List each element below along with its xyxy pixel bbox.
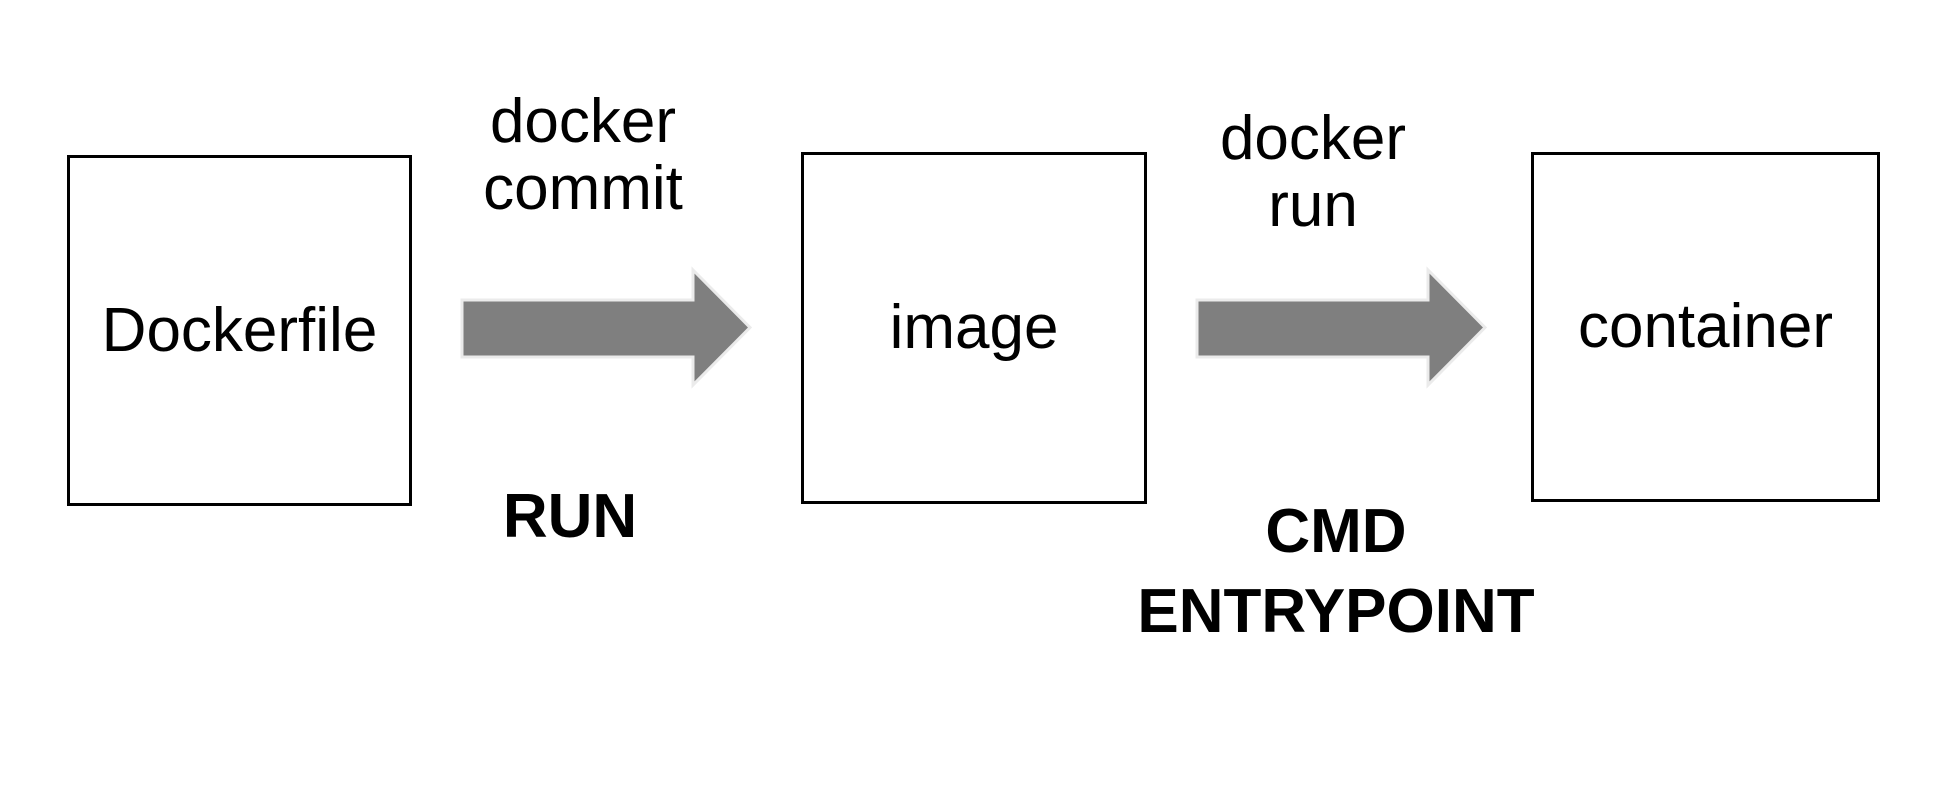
node-container-box: container [1531, 152, 1880, 502]
docker-commit-arrow-icon [460, 266, 753, 389]
arrow-right-icon [1195, 266, 1488, 389]
node-image-label: image [889, 293, 1059, 362]
run-instruction-label: RUN [502, 482, 638, 551]
arrow-right-icon [460, 266, 753, 389]
docker-run-command-label: docker run [1219, 104, 1407, 240]
node-image-box: image [801, 152, 1147, 504]
node-dockerfile-box: Dockerfile [67, 155, 412, 506]
cmd-entrypoint-instruction-label: CMD ENTRYPOINT [1137, 497, 1535, 646]
docker-run-arrow-icon [1195, 266, 1488, 389]
node-container-label: container [1577, 292, 1834, 361]
docker-commit-command-label: docker commit [483, 87, 683, 223]
node-dockerfile-label: Dockerfile [101, 295, 378, 365]
